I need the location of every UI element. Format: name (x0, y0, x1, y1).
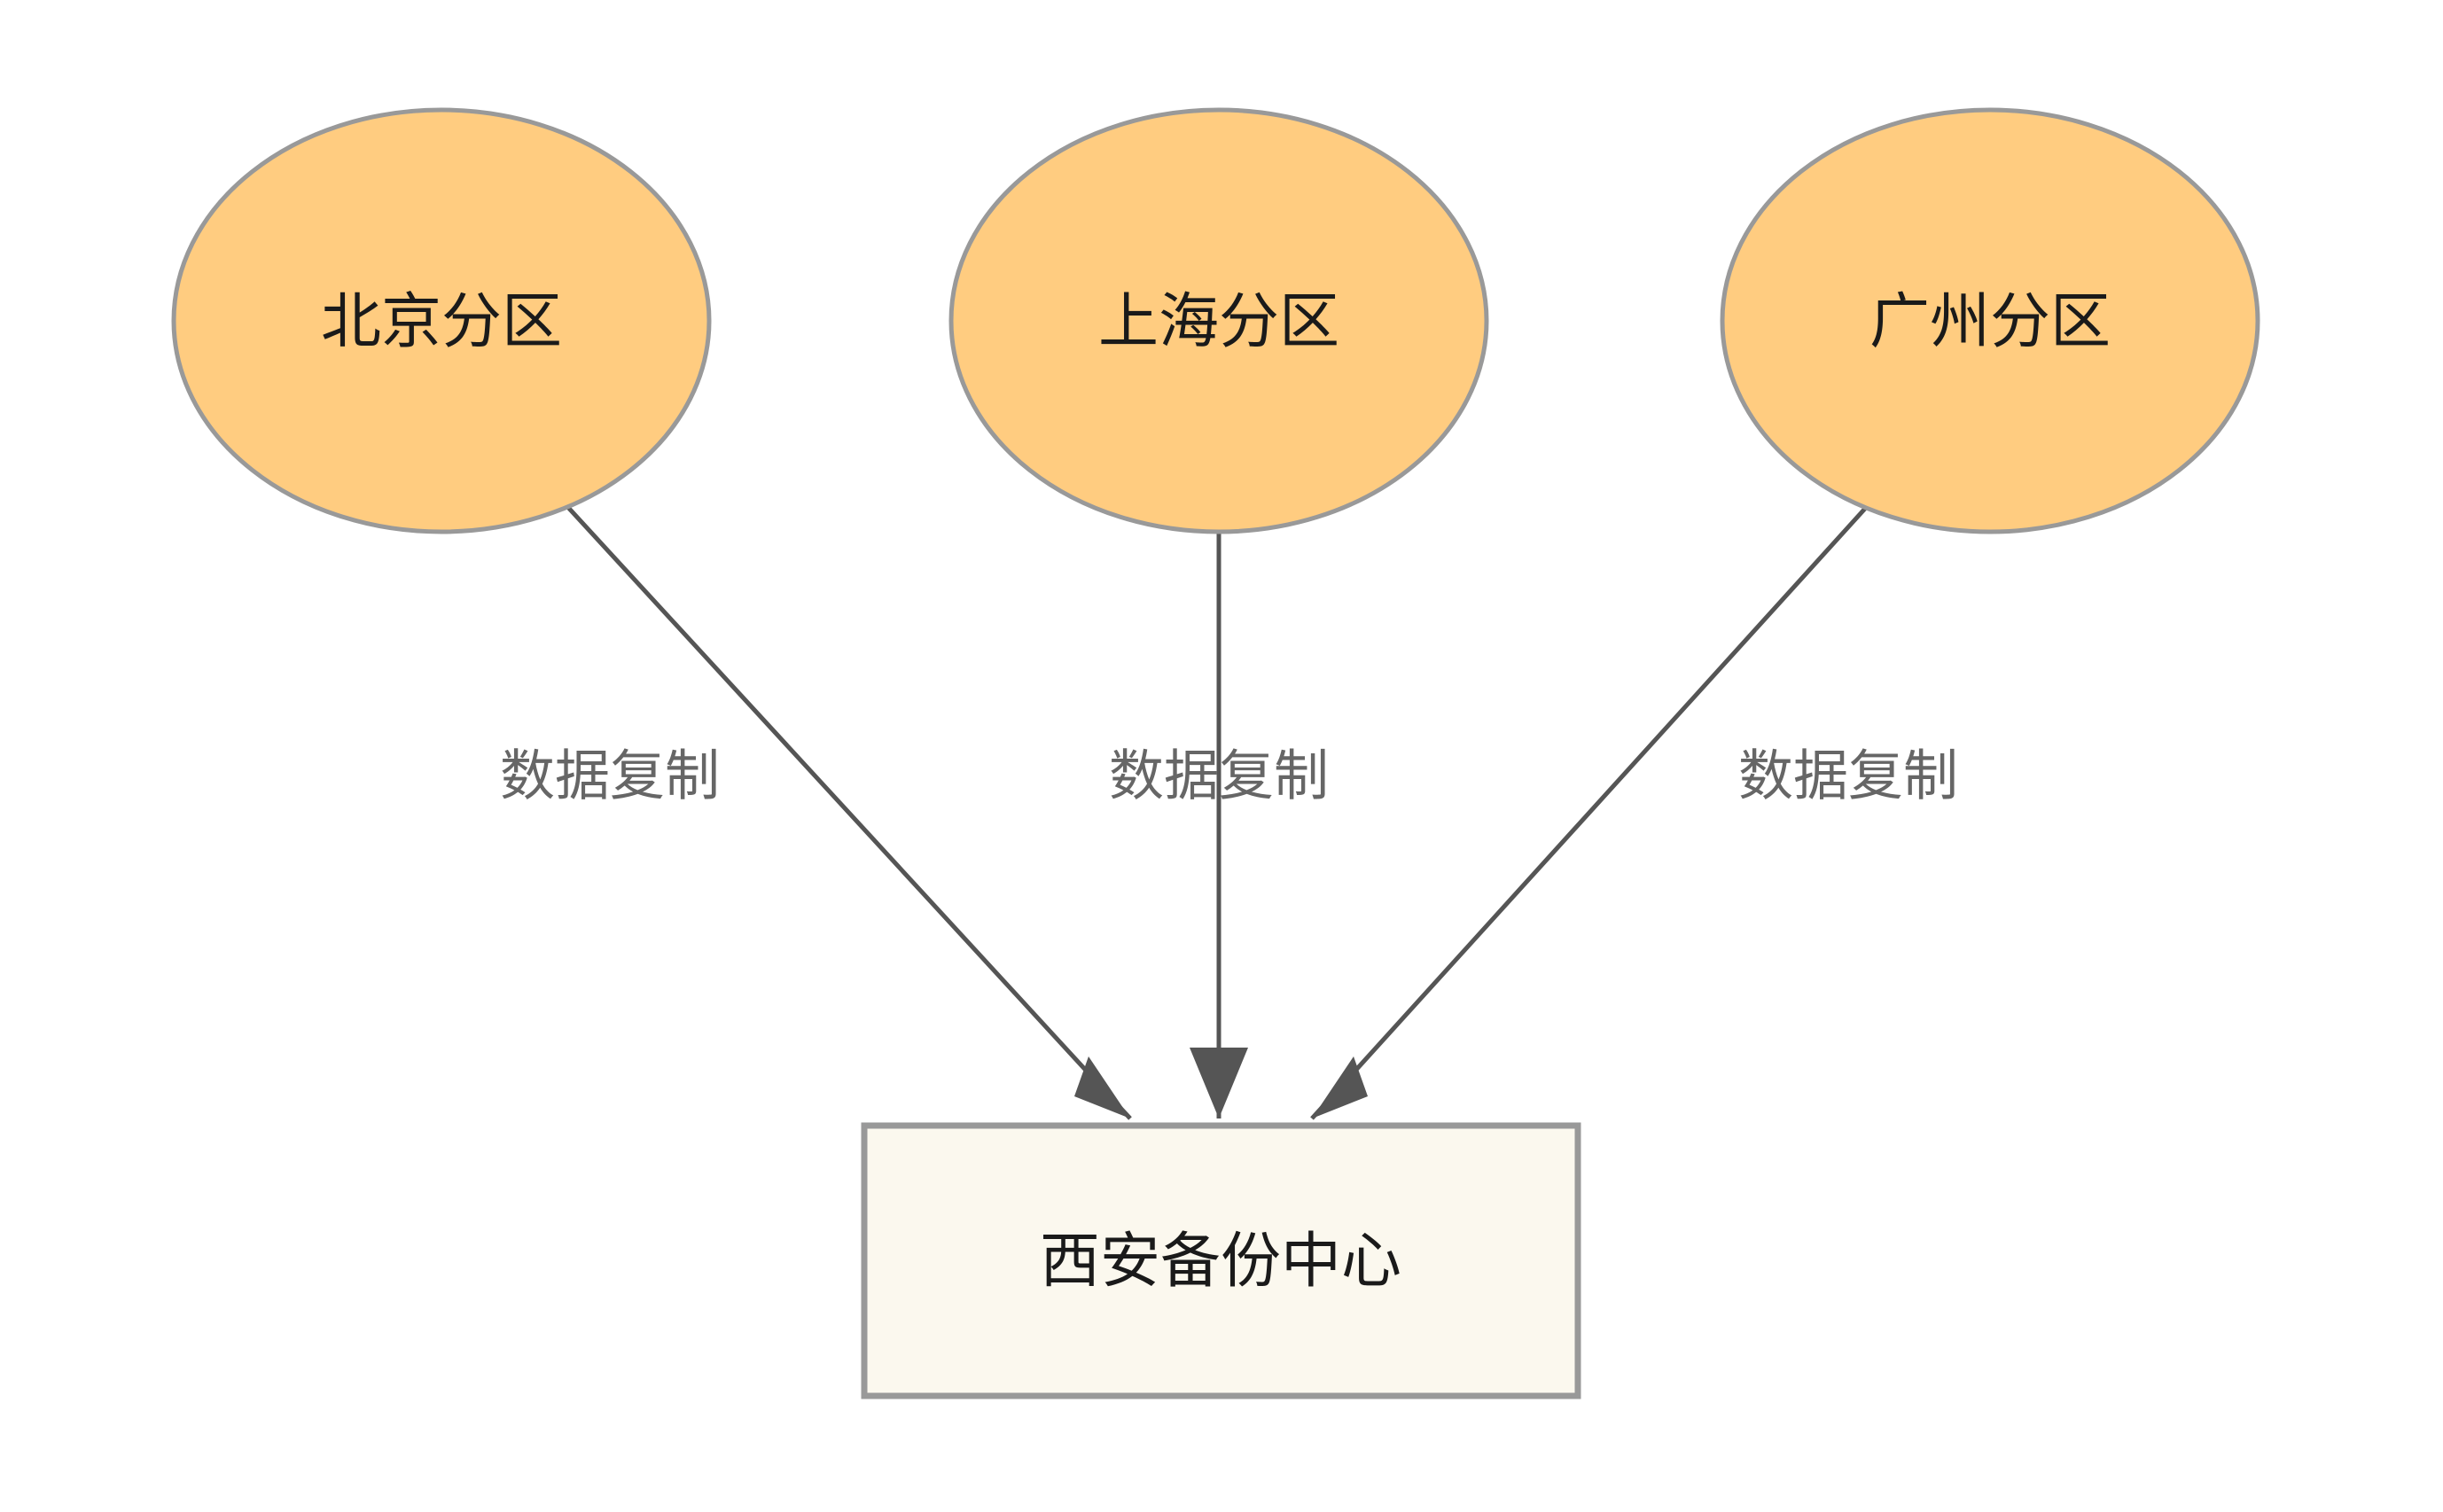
node-label-beijing: 北京分区 (321, 288, 562, 355)
edge-label-beijing: 数据复制 (500, 745, 720, 807)
node-label-xian: 西安备份中心 (1040, 1228, 1401, 1295)
node-guangzhou[interactable]: 广州分区 (1720, 107, 2260, 534)
edge-line-guangzhou (1310, 433, 1934, 1120)
edge-beijing-to-xian[interactable] (499, 433, 1132, 1120)
node-shape-shanghai (948, 107, 1489, 534)
node-shape-xian (861, 1122, 1581, 1399)
edge-group (499, 433, 1934, 1120)
edge-line-beijing (499, 433, 1132, 1120)
arrowhead-beijing-icon (1074, 1056, 1130, 1118)
edge-label-group: 数据复制 数据复制 数据复制 (500, 745, 1958, 807)
node-label-guangzhou: 广州分区 (1869, 288, 2111, 355)
edge-shanghai-to-xian[interactable] (1190, 532, 1248, 1118)
edge-label-guangzhou: 数据复制 (1738, 745, 1958, 807)
arrowhead-shanghai-icon (1190, 1048, 1248, 1118)
edge-label-shanghai: 数据复制 (1109, 745, 1329, 807)
node-shape-beijing (171, 107, 712, 534)
node-xian[interactable]: 西安备份中心 (861, 1122, 1581, 1399)
node-shape-guangzhou (1720, 107, 2260, 534)
edge-guangzhou-to-xian[interactable] (1310, 433, 1934, 1120)
node-shanghai[interactable]: 上海分区 (948, 107, 1489, 534)
node-label-shanghai: 上海分区 (1098, 288, 1339, 355)
node-beijing[interactable]: 北京分区 (171, 107, 712, 534)
arrowhead-guangzhou-icon (1312, 1056, 1368, 1118)
node-group-sources: 北京分区 上海分区 广州分区 (171, 107, 2260, 534)
